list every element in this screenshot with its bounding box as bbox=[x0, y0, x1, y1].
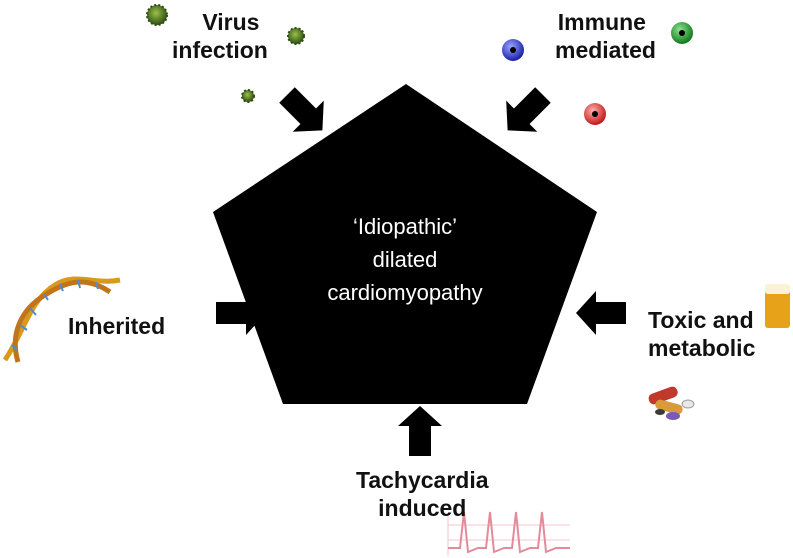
beer-icon bbox=[765, 284, 790, 328]
toxic-label-line1: Toxic and bbox=[648, 307, 754, 333]
center-title-line3: cardiomyopathy bbox=[327, 280, 483, 305]
arrow-inherited bbox=[216, 291, 266, 335]
arrow-tachy bbox=[398, 406, 442, 456]
arrow-toxic bbox=[576, 291, 626, 335]
toxic-label: Toxic and metabolic bbox=[648, 306, 755, 362]
tachy-label-line1: Tachycardia bbox=[356, 467, 489, 493]
ecg-icon bbox=[447, 511, 570, 556]
inherited-label-line1: Inherited bbox=[68, 313, 166, 339]
virus-icon bbox=[146, 4, 305, 103]
virus-label-line2: infection bbox=[172, 37, 268, 63]
central-pentagon bbox=[213, 84, 597, 404]
center-title-line1: ‘Idiopathic’ bbox=[353, 214, 457, 239]
center-title: ‘Idiopathic’ dilated cardiomyopathy bbox=[300, 210, 510, 309]
tachy-label: Tachycardia induced bbox=[356, 466, 489, 522]
pills-icon bbox=[648, 386, 695, 420]
arrow-virus bbox=[279, 87, 324, 132]
tachy-label-line2: induced bbox=[378, 495, 467, 521]
immune-label: Immune mediated bbox=[555, 8, 656, 64]
toxic-label-line2: metabolic bbox=[648, 335, 756, 361]
center-title-line2: dilated bbox=[372, 247, 438, 272]
virus-label: Virus infection bbox=[172, 8, 268, 64]
virus-label-line1: Virus bbox=[202, 9, 260, 35]
arrow-immune bbox=[506, 87, 551, 132]
blood-cell-icon bbox=[502, 22, 693, 125]
dna-icon bbox=[2, 276, 121, 363]
inherited-label: Inherited bbox=[68, 312, 165, 340]
immune-label-line1: Immune bbox=[557, 9, 646, 35]
immune-label-line2: mediated bbox=[555, 37, 656, 63]
